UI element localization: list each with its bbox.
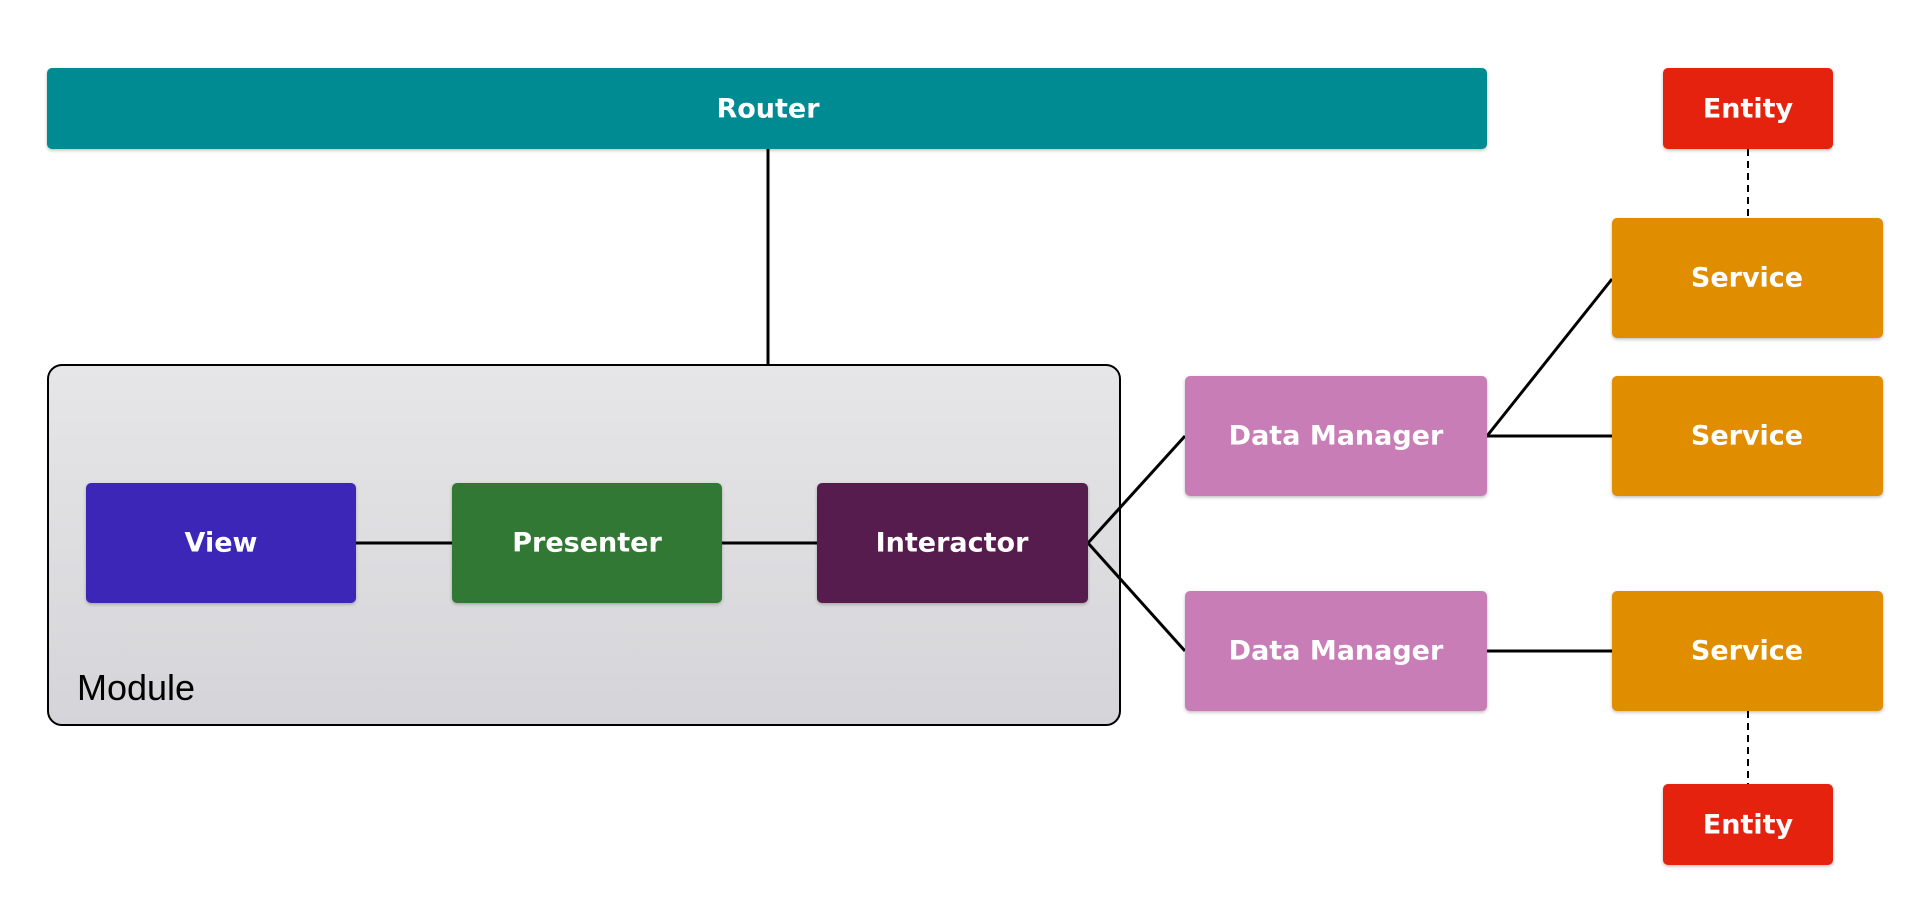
data-manager-top-label: Data Manager [1229, 421, 1444, 452]
entity-top-node: Entity [1663, 68, 1833, 149]
interactor-box [817, 483, 1088, 603]
service-top-box [1612, 218, 1883, 338]
service-middle-node: Service [1612, 376, 1883, 496]
data-manager-bottom-box [1185, 591, 1487, 711]
view-node: View [86, 483, 356, 603]
entity-bottom-box [1663, 784, 1833, 865]
edge-data-manager-top-service-top [1485, 278, 1614, 437]
edge-interactor-data-manager-bottom [1086, 541, 1187, 653]
data-manager-top-box [1185, 376, 1487, 496]
module-label: Module [77, 667, 195, 708]
service-top-node: Service [1612, 218, 1883, 338]
service-middle-label: Service [1691, 421, 1803, 452]
view-label: View [185, 528, 258, 559]
edge-interactor-data-manager-top [1086, 434, 1187, 545]
view-box [86, 483, 356, 603]
service-top-label: Service [1691, 263, 1803, 294]
service-bottom-box [1612, 591, 1883, 711]
entity-top-label: Entity [1703, 94, 1794, 125]
entity-bottom-node: Entity [1663, 784, 1833, 865]
data-manager-bottom-label: Data Manager [1229, 636, 1444, 667]
router-label: Router [716, 94, 820, 125]
data-manager-top-node: Data Manager [1185, 376, 1487, 496]
presenter-box [452, 483, 722, 603]
presenter-label: Presenter [512, 528, 662, 559]
entity-top-box [1663, 68, 1833, 149]
service-middle-box [1612, 376, 1883, 496]
router-node: Router [47, 68, 1487, 149]
interactor-label: Interactor [876, 528, 1029, 559]
entity-bottom-label: Entity [1703, 810, 1794, 841]
data-manager-bottom-node: Data Manager [1185, 591, 1487, 711]
interactor-node: Interactor [817, 483, 1088, 603]
service-bottom-label: Service [1691, 636, 1803, 667]
router-box [47, 68, 1487, 149]
edges [356, 149, 1749, 784]
presenter-node: Presenter [452, 483, 722, 603]
service-bottom-node: Service [1612, 591, 1883, 711]
